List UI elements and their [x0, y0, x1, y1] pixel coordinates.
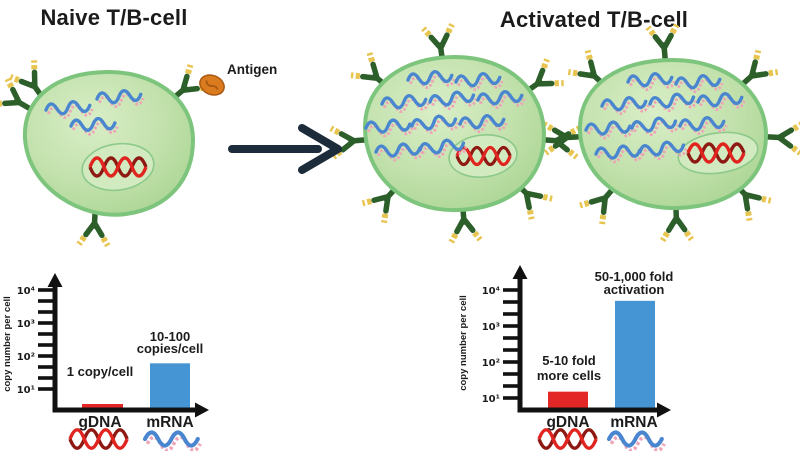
receptor-icon: [79, 211, 110, 245]
y-tick-label: 10²: [482, 358, 500, 369]
mrna-annotation-line1: 50-1,000 fold: [595, 269, 674, 284]
mrna-annotation-line2: copies/cell: [137, 341, 203, 356]
gdna-helix-icon: [68, 428, 129, 450]
gdna-annotation-line2: more cells: [537, 368, 601, 383]
activated-copy-number-chart: copy number per cell 10⁴ 10³ 10² 10¹ 5-1…: [458, 265, 674, 451]
gdna-bar: [82, 404, 123, 410]
antigen-blob: [199, 74, 225, 96]
y-tick-label: 10⁴: [17, 286, 35, 297]
naive-cell-nucleus: [81, 142, 155, 192]
receptor-icon: [767, 122, 800, 153]
y-axis-arrowhead: [512, 265, 528, 279]
gdna-category-label: gDNA: [78, 414, 121, 431]
activated-cell-2-nucleus: [677, 131, 759, 175]
mrna-annotation-line1: 10-100: [150, 329, 190, 344]
gdna-annotation-line1: 5-10 fold: [542, 353, 596, 368]
naive-panel-title: Naive T/B-cell: [40, 5, 188, 30]
y-tick-label: 10³: [17, 319, 35, 330]
activation-arrow-icon: [228, 124, 342, 174]
naive-cell-body: [22, 69, 196, 217]
activated-panel-title: Activated T/B-cell: [499, 7, 689, 32]
mrna-strand-icon: [609, 432, 664, 450]
naive-copy-number-chart: copy number per cell 10⁴ 10³ 10² 10¹ 1 c…: [2, 273, 209, 451]
y-axis-arrowhead: [47, 273, 63, 287]
mrna-bar: [615, 300, 655, 410]
y-tick-label: 10¹: [17, 385, 35, 396]
y-axis-ticks: [503, 288, 523, 400]
y-axis-ticks: [38, 288, 58, 391]
mrna-category-label: mRNA: [146, 414, 193, 431]
x-axis-arrowhead: [657, 402, 671, 418]
y-axis-label: copy number per cell: [2, 296, 13, 392]
mrna-category-label: mRNA: [610, 414, 657, 431]
gdna-bar: [548, 391, 588, 410]
gdna-annotation: 1 copy/cell: [67, 364, 133, 379]
x-axis-arrowhead: [195, 402, 209, 418]
mrna-strand-icon: [145, 432, 200, 450]
mrna-bar: [150, 363, 190, 410]
y-tick-label: 10⁴: [482, 286, 500, 297]
mrna-annotation-line2: activation: [604, 282, 665, 297]
antigen-label: Antigen: [227, 62, 278, 77]
gdna-category-label: gDNA: [546, 414, 589, 431]
receptor-icon: [661, 206, 691, 240]
y-tick-label: 10¹: [482, 394, 500, 405]
receptor-icon: [648, 25, 680, 60]
y-axis-label: copy number per cell: [458, 295, 469, 391]
y-tick-label: 10³: [482, 322, 500, 333]
gdna-helix-icon: [537, 428, 598, 450]
activated-cell-1-nucleus: [448, 134, 518, 178]
y-tick-label: 10²: [17, 352, 35, 363]
